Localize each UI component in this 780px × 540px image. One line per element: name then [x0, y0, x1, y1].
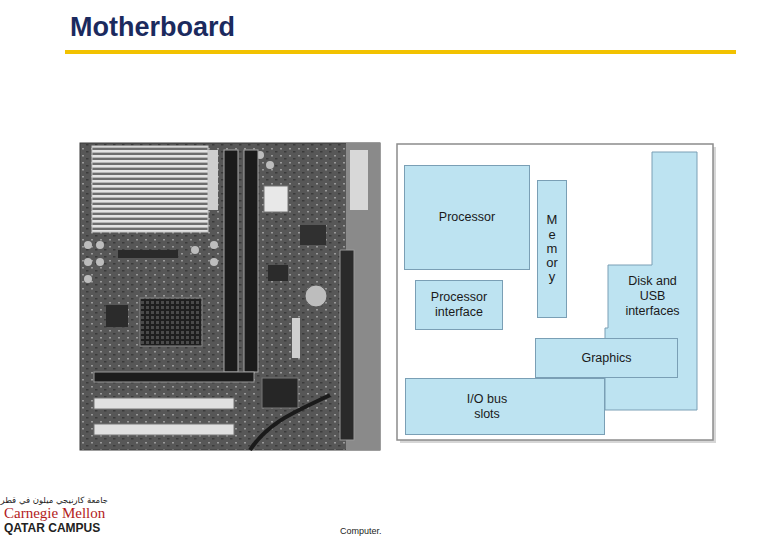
power-connector: [264, 186, 288, 212]
cable: [250, 395, 330, 450]
capacitor: [191, 246, 199, 254]
motherboard-photo: [80, 143, 380, 450]
processor-interface-box: Processor interface: [415, 280, 503, 330]
pci-slot: [94, 398, 234, 409]
capacitor: [84, 241, 92, 249]
chip: [268, 265, 288, 281]
box-label: Processor: [439, 210, 495, 225]
ram-slot: [224, 150, 238, 372]
box-text-area: Graphics: [536, 339, 677, 377]
chipset-heatsink: [140, 298, 202, 346]
processor-box: Processor: [404, 165, 530, 270]
ide-connector: [340, 250, 354, 440]
header: [292, 318, 300, 358]
capacitor: [266, 161, 274, 169]
box-text-area: Memory: [538, 181, 566, 317]
capacitor: [84, 275, 92, 283]
capacitor: [96, 241, 104, 249]
heatsink-clip: [208, 150, 218, 210]
box-text-area: Processor: [405, 166, 529, 269]
graphics-box: Graphics: [535, 338, 678, 378]
capacitor: [210, 258, 218, 266]
label-holder: QATAR CAMPUS: [4, 521, 134, 535]
box-label: I/O bus slots: [457, 392, 517, 422]
label-holder: جامعة كارنيجي ميلون في قطر: [4, 495, 108, 505]
logo-campus: QATAR CAMPUS: [4, 521, 134, 535]
diagram-frame: [397, 144, 713, 440]
label-holder: Carnegie Mellon: [4, 505, 134, 522]
logo-name: Carnegie Mellon: [4, 505, 134, 522]
memory-box: Memory: [537, 180, 567, 318]
rear-connector: [350, 150, 368, 210]
slide-title: Motherboard: [70, 12, 235, 43]
pci-slot: [94, 424, 234, 435]
box-text-area: Processor interface: [416, 281, 502, 329]
chip: [300, 225, 326, 245]
chip: [106, 305, 128, 327]
title-holder: Motherboard: [70, 12, 235, 43]
box-label: Processor interface: [419, 290, 499, 320]
battery: [305, 285, 327, 307]
label-holder: Computer.: [340, 526, 420, 536]
box-label: Memory: [546, 213, 559, 284]
io-bus-box: I/O bus slots: [405, 378, 605, 435]
footer-text: Computer.: [340, 526, 420, 536]
capacitor: [96, 258, 104, 266]
chip: [118, 250, 178, 258]
ram-slot: [244, 150, 258, 372]
heatsink-frame: [92, 146, 208, 232]
box-label: Graphics: [581, 351, 631, 366]
chip: [262, 378, 298, 408]
capacitor: [84, 258, 92, 266]
box-label: Disk and USB interfaces: [621, 274, 685, 319]
box-text-area: Disk and USB interfaces: [608, 265, 697, 328]
box-text-area: I/O bus slots: [406, 379, 604, 434]
board-edge: [80, 143, 380, 450]
board: [80, 143, 380, 450]
capacitor: [210, 241, 218, 249]
pcie-slot: [94, 372, 254, 382]
title-rule: [65, 50, 736, 54]
frame-shadow: [400, 147, 716, 443]
arabic-logo-text: جامعة كارنيجي ميلون في قطر: [4, 495, 108, 505]
cpu-heatsink: [92, 146, 208, 232]
